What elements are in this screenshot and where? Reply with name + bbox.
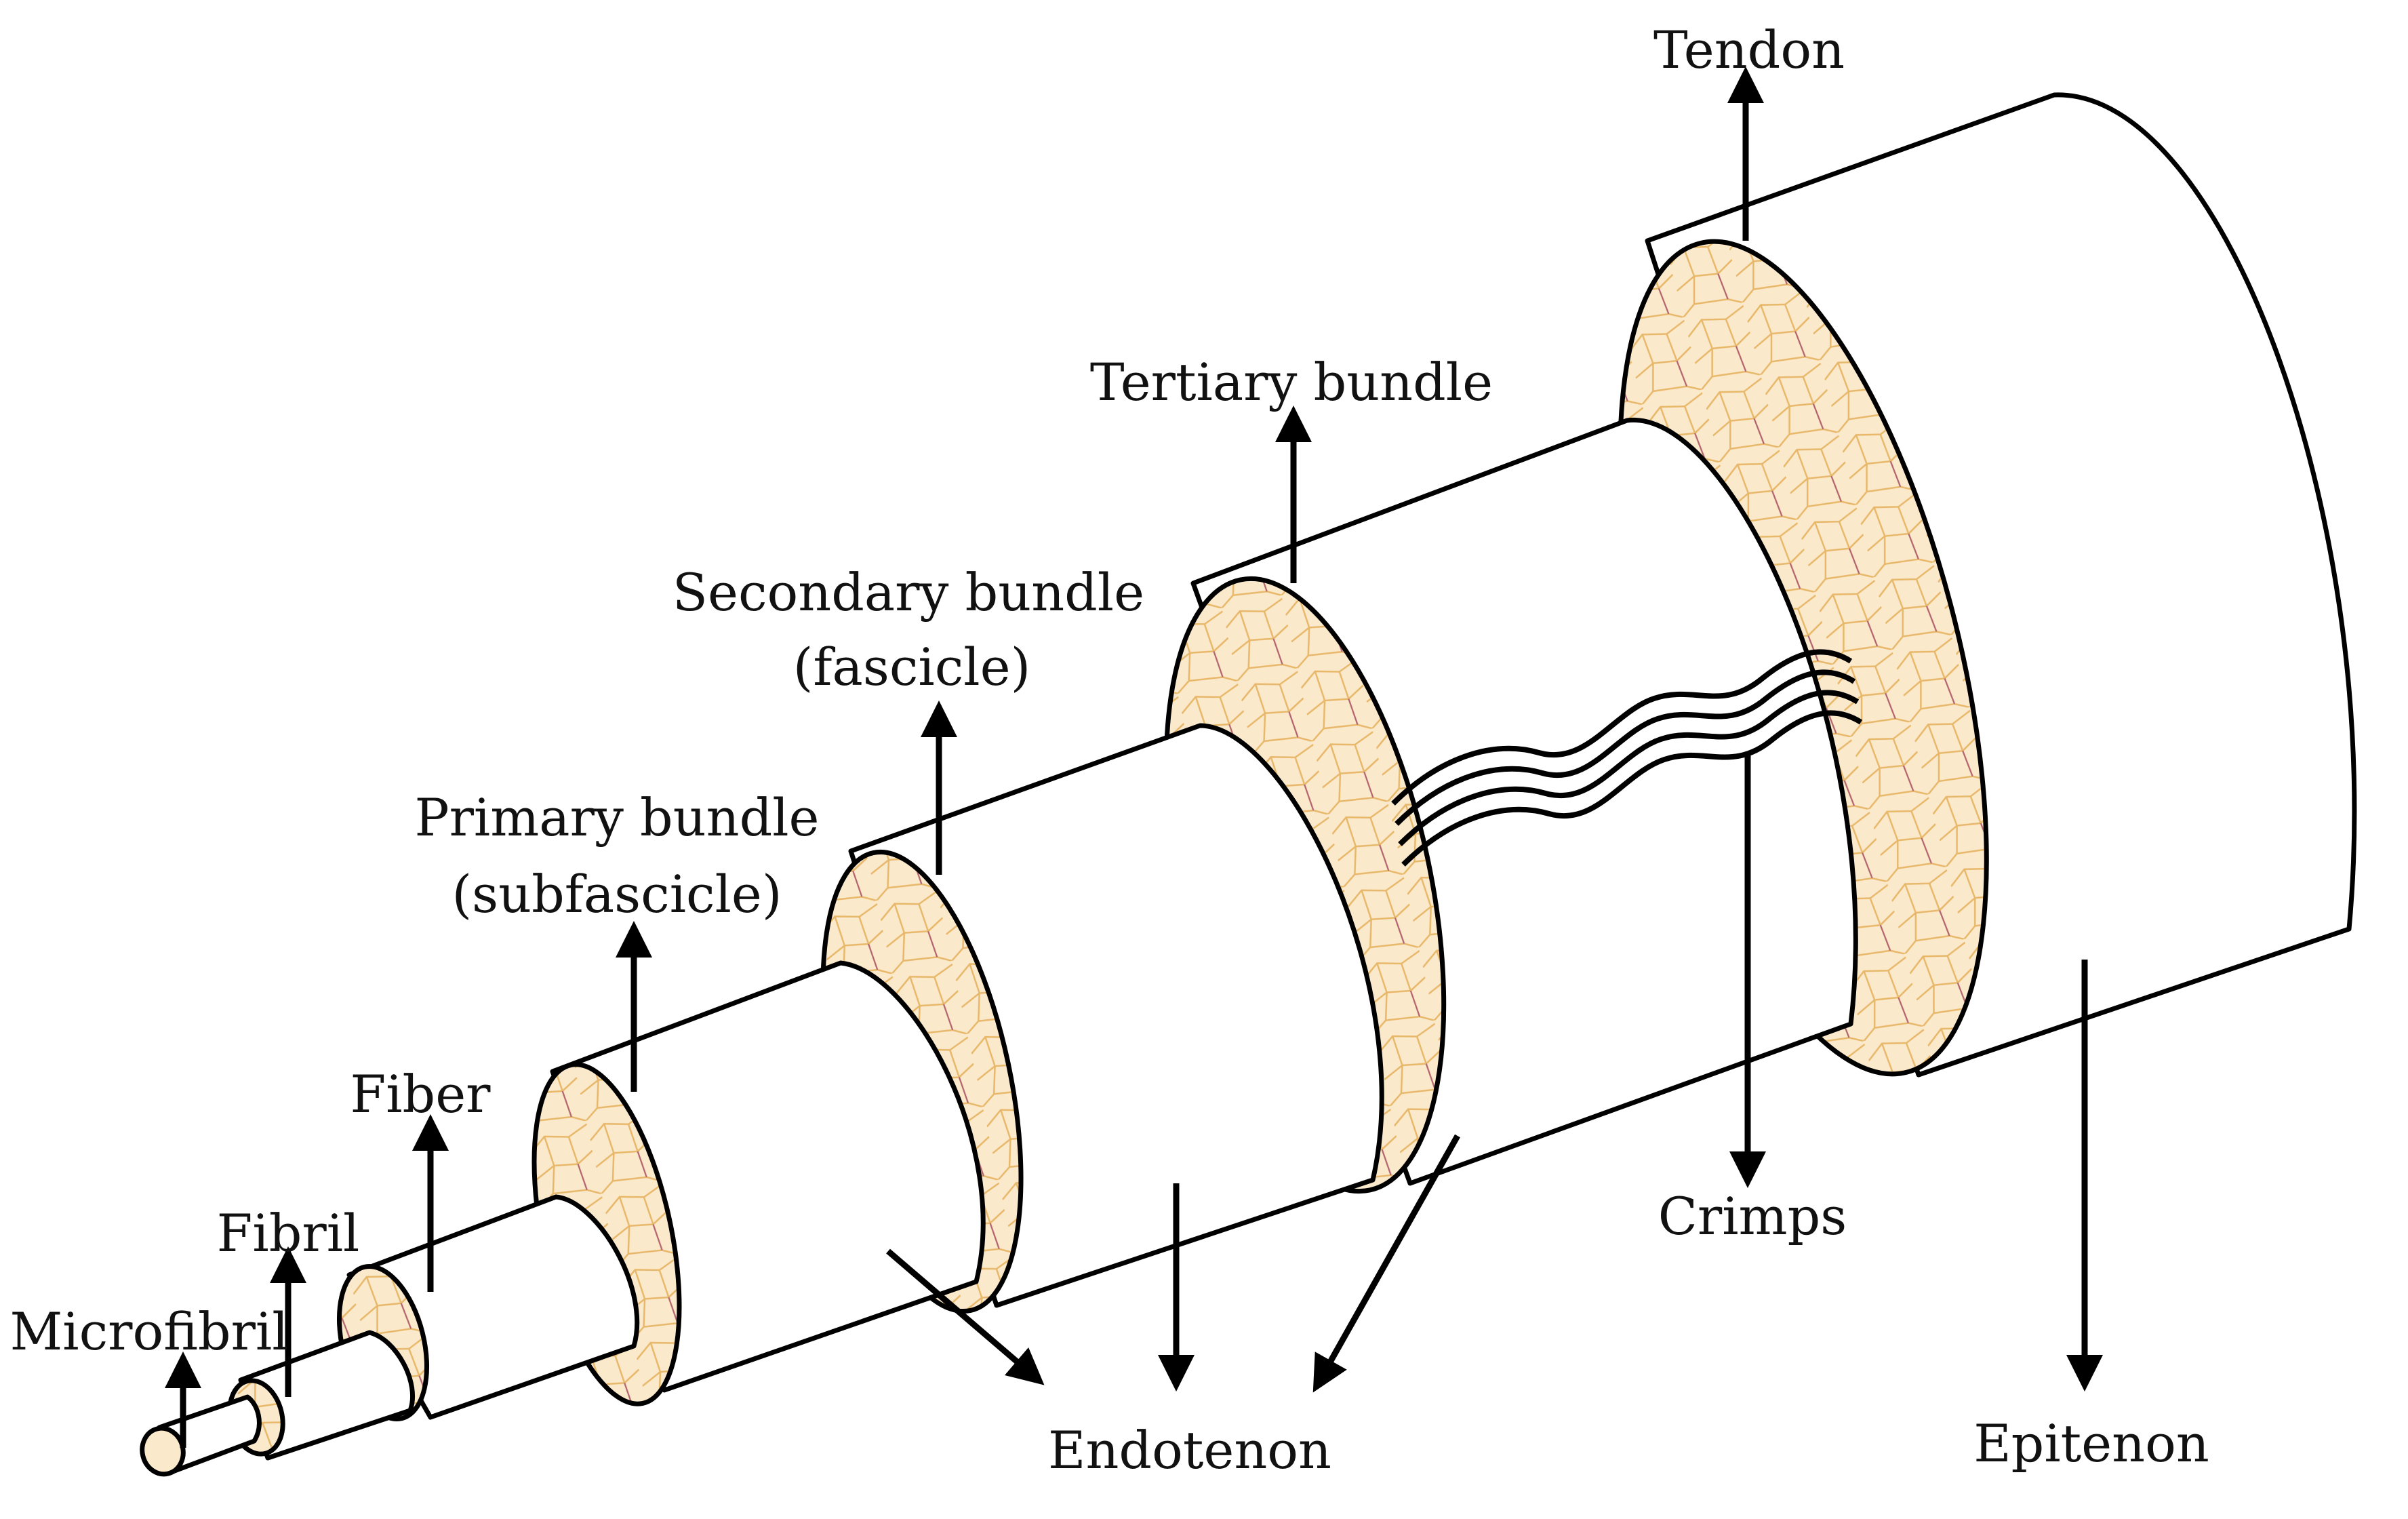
endotenon-arrow-right bbox=[1312, 1134, 1460, 1393]
label-crimps: Crimps bbox=[1658, 1186, 1847, 1246]
label-epitenon: Epitenon bbox=[1973, 1413, 2209, 1474]
label-fiber: Fiber bbox=[350, 1064, 491, 1124]
endotenon-arrow-left bbox=[886, 1248, 1045, 1385]
label-tertiary-bundle: Tertiary bundle bbox=[1090, 352, 1493, 412]
label-primary-bundle-sub: (subfascicle) bbox=[452, 864, 782, 924]
label-tendon: Tendon bbox=[1653, 20, 1845, 80]
label-secondary-bundle: Secondary bundle bbox=[673, 562, 1144, 623]
label-endotenon: Endotenon bbox=[1048, 1420, 1331, 1480]
crimps-wavy-lines bbox=[1391, 649, 1863, 867]
label-secondary-bundle-sub: (fascicle) bbox=[793, 637, 1030, 697]
label-fibril: Fibril bbox=[217, 1203, 360, 1263]
label-microfibril: Microfibril bbox=[9, 1301, 288, 1362]
label-primary-bundle: Primary bundle bbox=[414, 787, 819, 848]
microfibril-segment bbox=[140, 1394, 262, 1477]
